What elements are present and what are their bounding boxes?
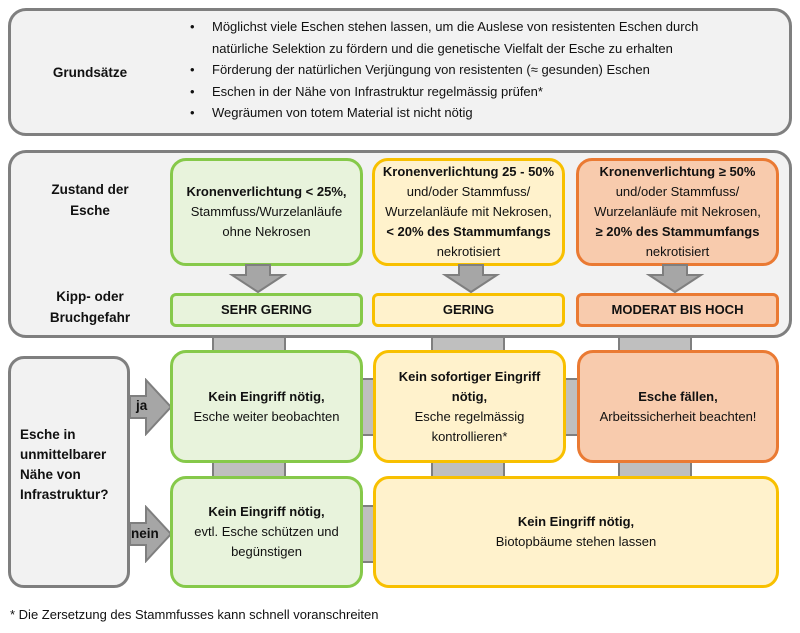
action-text: Esche regelmässig — [414, 408, 525, 424]
yes-label: ja — [136, 398, 148, 413]
risk-box-orange: MODERAT BIS HOCH — [576, 293, 779, 327]
action-title: Kein Eingriff nötig, — [208, 504, 325, 519]
condition-line: ≥ 20% des Stammumfangs — [595, 224, 760, 239]
question-line: unmittelbarer — [20, 447, 107, 462]
condition-line: Stammfuss/Wurzelanläufe — [190, 204, 343, 219]
principle-item: Möglichst viele Eschen stehen lassen, um… — [190, 16, 780, 59]
no-label: nein — [131, 526, 159, 541]
principle-item: Förderung der natürlichen Verjüngung von… — [190, 59, 780, 81]
risk-label: Kipp- oder Bruchgefahr — [20, 284, 160, 330]
connector-row-yes-1 — [360, 378, 376, 436]
arrow-right-icon — [129, 378, 173, 436]
action-text: evtl. Esche schützen und — [194, 524, 339, 539]
condition-box-green: Kronenverlichtung < 25%, Stammfuss/Wurzel… — [170, 158, 363, 266]
condition-line: Wurzelanläufe mit Nekrosen, — [385, 204, 552, 219]
arrow-right-icon — [129, 505, 173, 563]
arrow-down-icon — [645, 264, 705, 294]
connector-row-yes-2 — [562, 378, 580, 436]
action-no-green: Kein Eingriff nötig, evtl. Esche schützen… — [170, 476, 363, 588]
condition-line: nekrotisiert — [436, 244, 501, 259]
action-no-yellow: Kein Eingriff nötig, Biotopbäume stehen l… — [373, 476, 779, 588]
action-title: Kein Eingriff nötig, — [208, 388, 325, 404]
action-text: Esche weiter beobachten — [193, 408, 340, 424]
action-yes-orange: Esche fällen, Arbeitssicherheit beachten! — [577, 350, 779, 463]
condition-line: < 20% des Stammumfangs — [386, 224, 551, 239]
action-title: Kein Eingriff nötig, — [517, 514, 635, 529]
risk-label-text: Kipp- oder Bruchgefahr — [49, 289, 131, 325]
condition-line: und/oder Stammfuss/ — [615, 184, 740, 199]
condition-line: Kronenverlichtung < 25%, — [186, 184, 347, 199]
question-line: Esche in — [20, 427, 76, 442]
principle-item: Wegräumen von totem Material ist nicht n… — [190, 102, 780, 124]
action-text: Arbeitssicherheit beachten! — [599, 408, 757, 424]
condition-line: und/oder Stammfuss/ — [406, 184, 531, 199]
condition-box-orange: Kronenverlichtung ≥ 50% und/oder Stammfus… — [576, 158, 779, 266]
footnote: * Die Zersetzung des Stammfusses kann sc… — [10, 607, 379, 622]
question-line: Nähe von — [20, 467, 81, 482]
principle-item: Eschen in der Nähe von Infrastruktur reg… — [190, 81, 780, 103]
condition-line: ohne Nekrosen — [222, 224, 311, 239]
principles-list: Möglichst viele Eschen stehen lassen, um… — [190, 16, 780, 124]
infrastructure-question: Esche in unmittelbarer Nähe von Infrastr… — [20, 425, 130, 505]
condition-line: Kronenverlichtung 25 - 50% — [382, 164, 555, 179]
question-line: Infrastruktur? — [20, 487, 109, 502]
condition-label-text: Zustand der Esche — [51, 182, 129, 218]
condition-line: Kronenverlichtung ≥ 50% — [599, 164, 756, 179]
arrow-down-icon — [441, 264, 501, 294]
action-text: kontrollieren* — [431, 428, 508, 444]
action-title: Kein sofortiger Eingriff nötig, — [398, 368, 541, 404]
action-yes-green: Kein Eingriff nötig, Esche weiter beobach… — [170, 350, 363, 463]
arrow-down-icon — [228, 264, 288, 294]
action-text: begünstigen — [231, 544, 302, 559]
infrastructure-question-panel — [8, 356, 130, 588]
action-title: Esche fällen, — [638, 388, 718, 404]
condition-box-yellow: Kronenverlichtung 25 - 50% und/oder Stamm… — [372, 158, 565, 266]
condition-line: nekrotisiert — [645, 244, 710, 259]
action-yes-yellow: Kein sofortiger Eingriff nötig, Esche reg… — [373, 350, 566, 463]
action-text: Biotopbäume stehen lassen — [495, 534, 657, 549]
condition-label: Zustand der Esche — [20, 170, 160, 230]
principles-label: Grundsätze — [52, 64, 128, 80]
connector-row-no-1 — [360, 505, 376, 563]
condition-line: Wurzelanläufe mit Nekrosen, — [594, 204, 761, 219]
risk-box-green: SEHR GERING — [170, 293, 363, 327]
risk-box-yellow: GERING — [372, 293, 565, 327]
